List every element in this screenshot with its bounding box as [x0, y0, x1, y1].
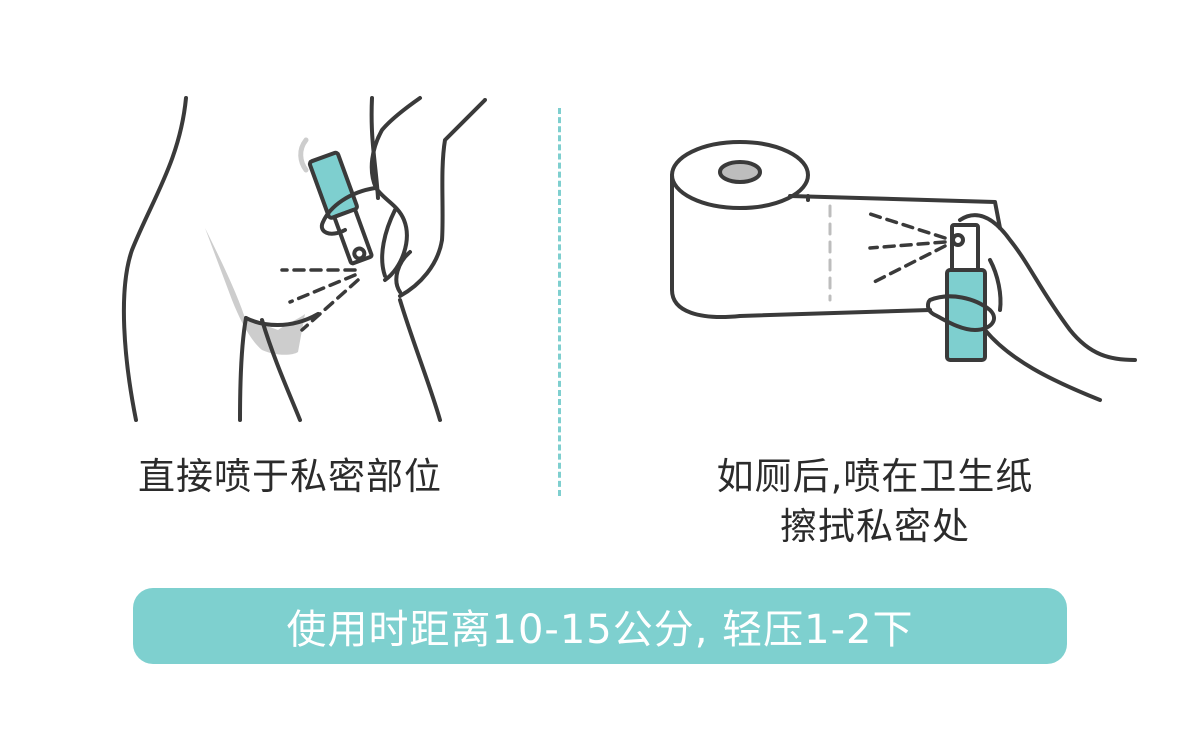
left-caption: 直接喷于私密部位	[100, 452, 480, 502]
toilet-paper-spray-icon	[670, 140, 1137, 402]
right-caption-line2: 擦拭私密处	[780, 505, 970, 548]
dashed-divider	[558, 108, 561, 496]
usage-instruction-banner: 使用时距离10-15公分, 轻压1-2下	[133, 588, 1067, 664]
left-caption-text: 直接喷于私密部位	[138, 455, 442, 498]
body-spray-icon	[121, 96, 487, 422]
right-caption: 如厕后,喷在卫生纸 擦拭私密处	[670, 452, 1080, 552]
right-caption-line1: 如厕后,喷在卫生纸	[716, 455, 1034, 498]
banner-text: 使用时距离10-15公分, 轻压1-2下	[286, 607, 914, 653]
